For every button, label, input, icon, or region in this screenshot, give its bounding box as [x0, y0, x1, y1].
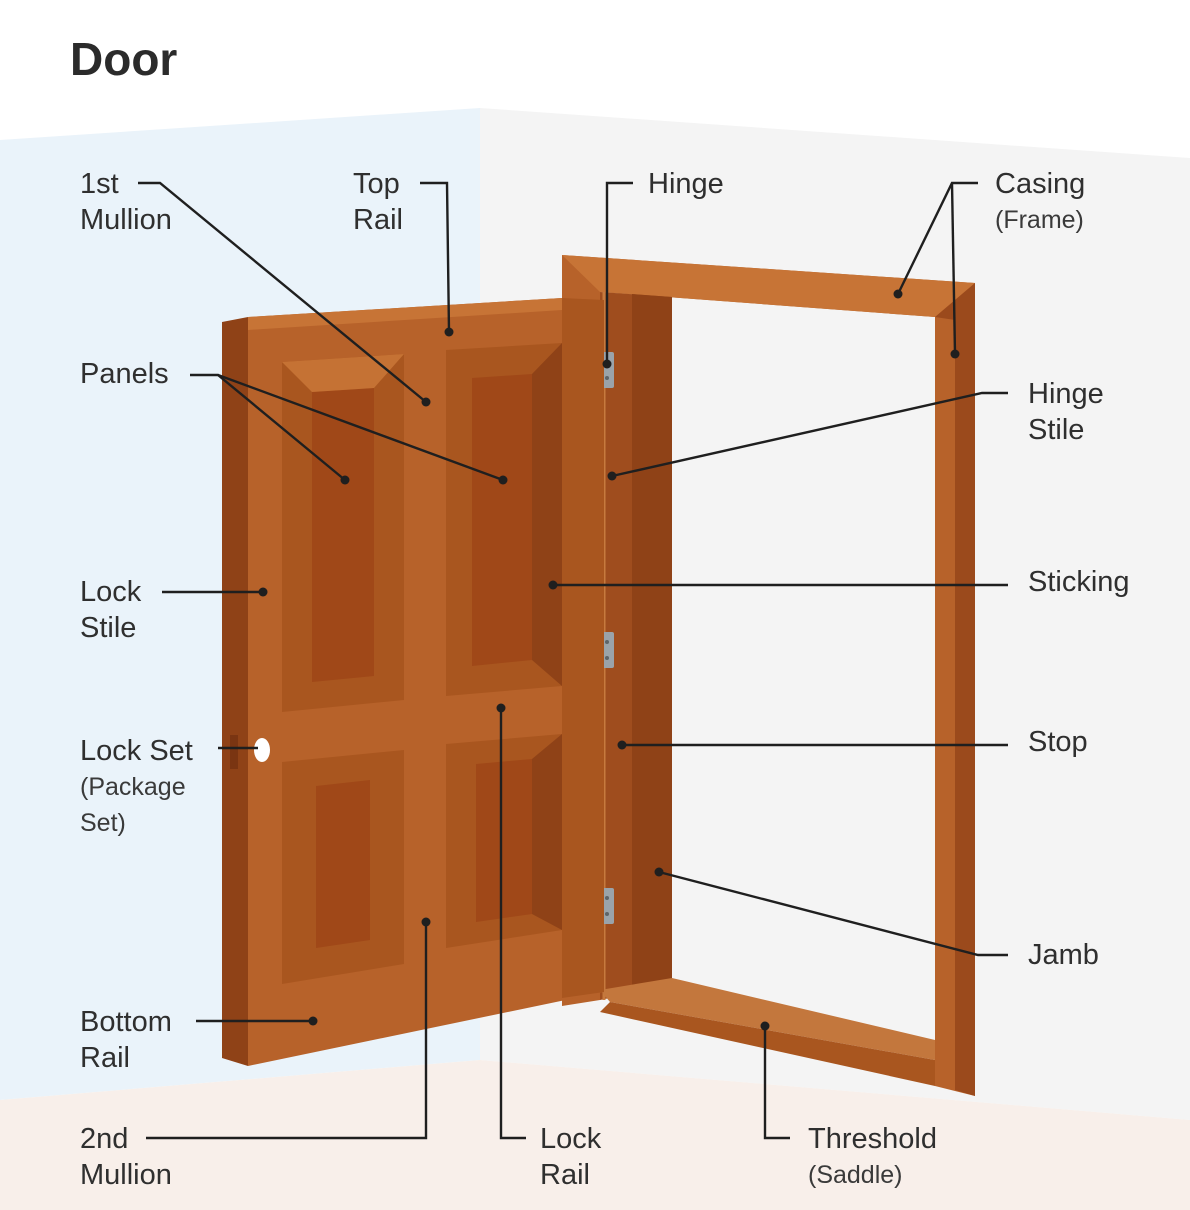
floor — [0, 1060, 1190, 1210]
label-hinge-stile: Hinge Stile — [1028, 378, 1104, 446]
threshold — [600, 978, 935, 1060]
label-second-mullion: 2nd Mullion — [80, 1123, 172, 1191]
label-panels: Panels — [80, 358, 169, 390]
label-lock-rail: Lock Rail — [540, 1123, 602, 1191]
label-top-rail: Top Rail — [353, 168, 403, 236]
label-lock-stile: Lock Stile — [80, 576, 142, 644]
label-first-mullion: 1st Mullion — [80, 168, 172, 236]
label-sticking: Sticking — [1028, 566, 1130, 598]
label-stop: Stop — [1028, 726, 1088, 758]
label-bottom-rail: Bottom Rail — [80, 1006, 172, 1074]
label-jamb: Jamb — [1028, 939, 1099, 971]
diagram-title: Door — [70, 33, 178, 85]
label-threshold: Threshold (Saddle) — [808, 1123, 937, 1189]
label-lock-set: Lock Set (Package Set) — [80, 735, 193, 837]
label-hinge: Hinge — [648, 168, 724, 200]
label-casing: Casing (Frame) — [995, 168, 1086, 234]
door-leaf — [222, 298, 604, 1066]
leader-lines — [138, 181, 1008, 1140]
